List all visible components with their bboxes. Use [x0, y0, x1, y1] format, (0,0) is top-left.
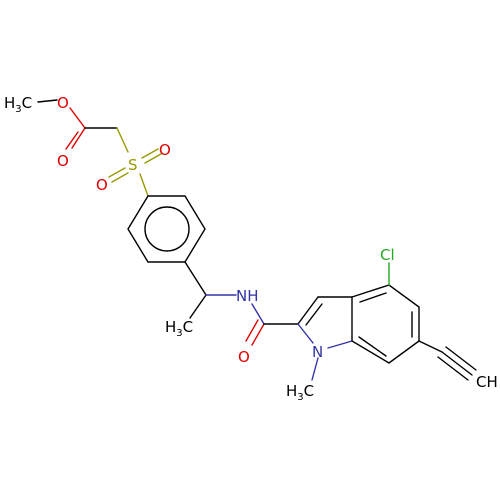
sulfur-label: S — [128, 156, 138, 174]
bond-chiral-methyl — [189, 294, 207, 319]
bond-ring-chiral-carbon — [184, 261, 207, 296]
bond-oxygen-ester-carbon — [69, 107, 86, 129]
ethyl-methyl-label: H3C — [165, 318, 193, 339]
bond-s-o-right-b — [144, 153, 162, 164]
bond-ch2-sulfur — [116, 127, 129, 153]
ester-methyl-label: H3C — [4, 94, 32, 115]
bond-methyl-oxygen — [37, 99, 58, 103]
bond-s-o-left-b — [111, 172, 129, 183]
bond-c2-n1 — [297, 323, 314, 344]
bond-ester-carbonyl-a — [71, 127, 86, 149]
bond-layer — [37, 99, 477, 381]
atom-label-layer: H3C O O S O O NH O H3C Cl N H3C CH — [4, 94, 498, 403]
bond-n1-c7a — [327, 340, 353, 349]
n-methyl-label: H3C — [286, 382, 314, 403]
indole-nitrogen-label: N — [312, 343, 323, 361]
bond-sulfur-ring — [139, 173, 149, 197]
bond-amide-co-a — [251, 323, 265, 346]
bond-s-o-right-a — [141, 148, 159, 159]
bond-ester-carbonyl-b — [65, 131, 79, 150]
bond-alkyne-2 — [445, 346, 477, 371]
alkyne-ch-label: CH — [476, 373, 498, 391]
chlorine-label: Cl — [380, 246, 395, 264]
bond-c2-c3-inner — [305, 303, 323, 326]
bond-benzo-inner-3 — [358, 336, 387, 357]
sulfonyl-oxygen-left-label: O — [96, 176, 108, 194]
benzene-ring — [127, 195, 206, 263]
bond-benzo-inner-1 — [359, 292, 387, 303]
bond-amide-co-b — [245, 319, 259, 342]
ester-oxygen-label: O — [57, 94, 69, 112]
amide-nh-label: NH — [236, 287, 259, 305]
indole-benzo-ring — [351, 284, 420, 364]
bond-s-o-left-a — [108, 167, 126, 178]
benzene-aromatic-circle — [144, 206, 190, 252]
amide-oxygen-label: O — [238, 348, 250, 366]
bond-nh-carbonyl — [251, 303, 265, 325]
bond-c2-c3 — [297, 296, 319, 325]
bond-c6-alkyne — [418, 340, 443, 353]
sulfonyl-oxygen-right-label: O — [159, 141, 171, 159]
ester-carbonyl-oxygen-label: O — [57, 152, 69, 170]
bond-alkyne-1 — [441, 351, 473, 376]
bond-alkyne-3 — [437, 356, 469, 381]
bond-n1-methyl — [311, 357, 319, 381]
